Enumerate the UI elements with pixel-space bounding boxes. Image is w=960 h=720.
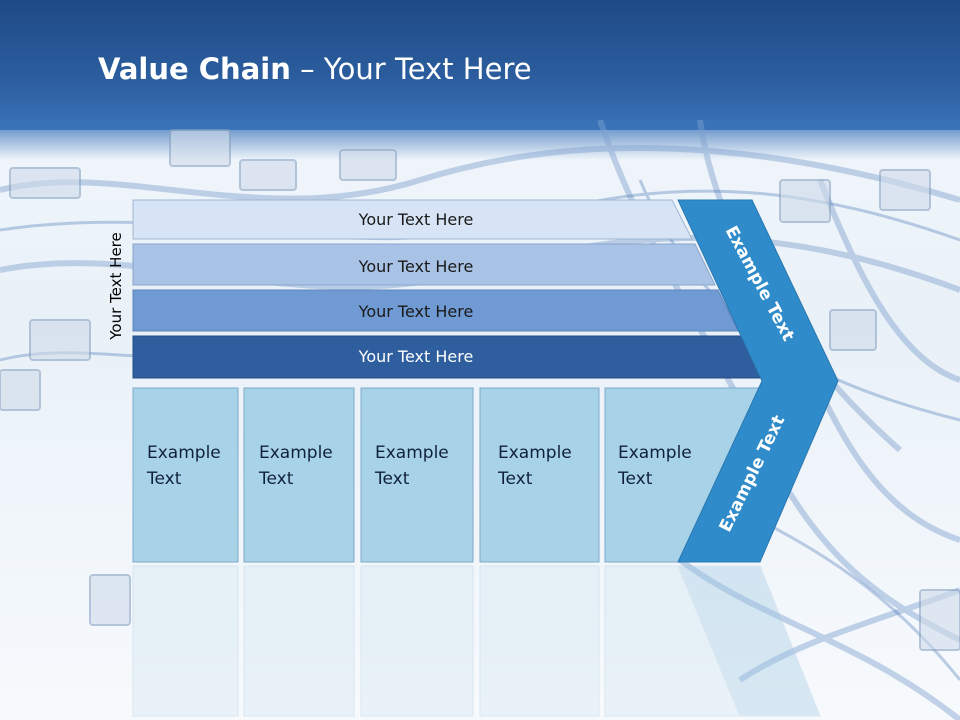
band-1	[132, 199, 693, 240]
margin-arrow	[677, 199, 839, 563]
band-4-label: Your Text Here	[358, 347, 474, 366]
band-2	[132, 243, 716, 286]
activity-box-5-line2: Text	[617, 469, 653, 489]
header-bar	[0, 0, 960, 130]
activity-box-2	[243, 387, 355, 563]
activity-box-1-line1: Example	[147, 443, 221, 463]
activity-box-2-line2: Text	[258, 469, 294, 489]
band-3	[132, 289, 739, 332]
activity-box-4	[479, 387, 600, 563]
activity-box-4-line2: Text	[497, 469, 533, 489]
activity-box-3-line2: Text	[374, 469, 410, 489]
band-1-label: Your Text Here	[358, 210, 474, 229]
title-bold: Value Chain	[98, 52, 291, 86]
band-3-label: Your Text Here	[358, 302, 474, 321]
activity-box-1-line2: Text	[146, 469, 182, 489]
reflection	[132, 565, 821, 717]
activity-box-5-line1: Example	[618, 443, 692, 463]
header-fade	[0, 120, 960, 160]
activity-box-3	[360, 387, 474, 563]
page-title: Value Chain – Your Text Here	[98, 52, 532, 86]
activity-box-1	[132, 387, 239, 563]
activity-box-4-line1: Example	[498, 443, 572, 463]
activity-box-2-line1: Example	[259, 443, 333, 463]
band-2-label: Your Text Here	[358, 257, 474, 276]
activity-box-3-line1: Example	[375, 443, 449, 463]
title-rest: – Your Text Here	[290, 52, 532, 86]
